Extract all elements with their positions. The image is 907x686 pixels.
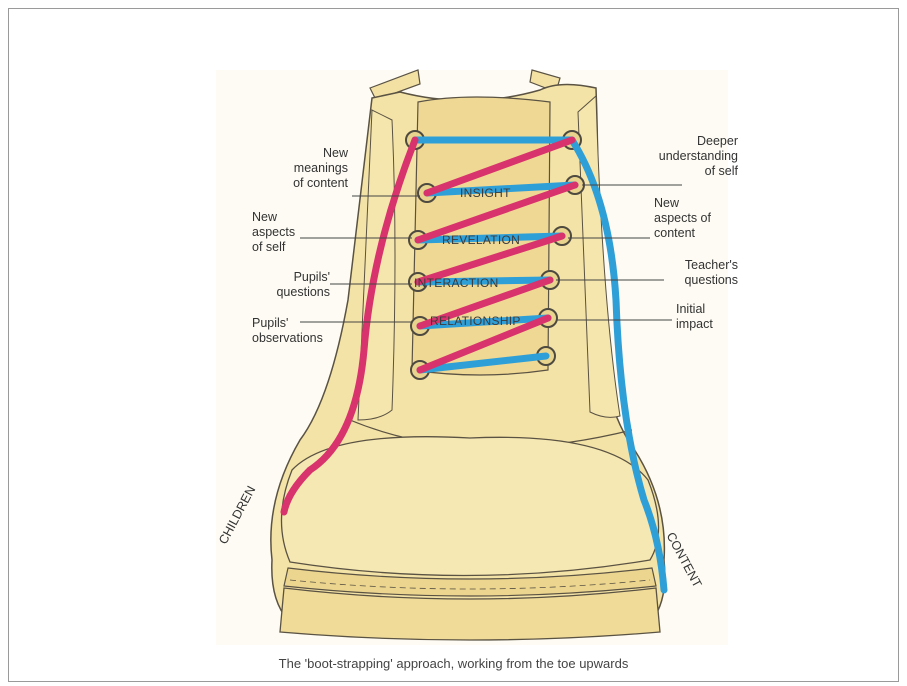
label-line: impact (676, 317, 713, 332)
label-line: of content (270, 176, 348, 191)
label-teachers-questions: Teacher's questions (650, 258, 738, 288)
label-line: content (654, 226, 711, 241)
label-line: Pupils' (252, 316, 323, 331)
label-line: aspects of (654, 211, 711, 226)
label-initial-impact: Initial impact (676, 302, 713, 332)
band-relationship: RELATIONSHIP (430, 314, 521, 328)
label-line: aspects (252, 225, 295, 240)
label-line: questions (650, 273, 738, 288)
label-line: meanings (270, 161, 348, 176)
band-insight: INSIGHT (460, 186, 511, 200)
figure-caption: The 'boot-strapping' approach, working f… (0, 656, 907, 671)
label-line: Pupils' (250, 270, 330, 285)
label-line: understanding (640, 149, 738, 164)
label-line: of self (252, 240, 295, 255)
label-line: of self (640, 164, 738, 179)
label-line: New (252, 210, 295, 225)
label-line: observations (252, 331, 323, 346)
label-line: Teacher's (650, 258, 738, 273)
band-revelation: REVELATION (442, 233, 520, 247)
label-new-aspects-content: New aspects of content (654, 196, 711, 241)
label-line: New (654, 196, 711, 211)
label-pupils-questions: Pupils' questions (250, 270, 330, 300)
label-new-meanings: New meanings of content (270, 146, 348, 191)
band-interaction: INTERACTION (414, 276, 499, 290)
label-line: Initial (676, 302, 713, 317)
label-line: questions (250, 285, 330, 300)
label-deeper-understanding: Deeper understanding of self (640, 134, 738, 179)
label-new-aspects-self: New aspects of self (252, 210, 295, 255)
label-line: New (270, 146, 348, 161)
label-line: Deeper (640, 134, 738, 149)
label-pupils-observations: Pupils' observations (252, 316, 323, 346)
